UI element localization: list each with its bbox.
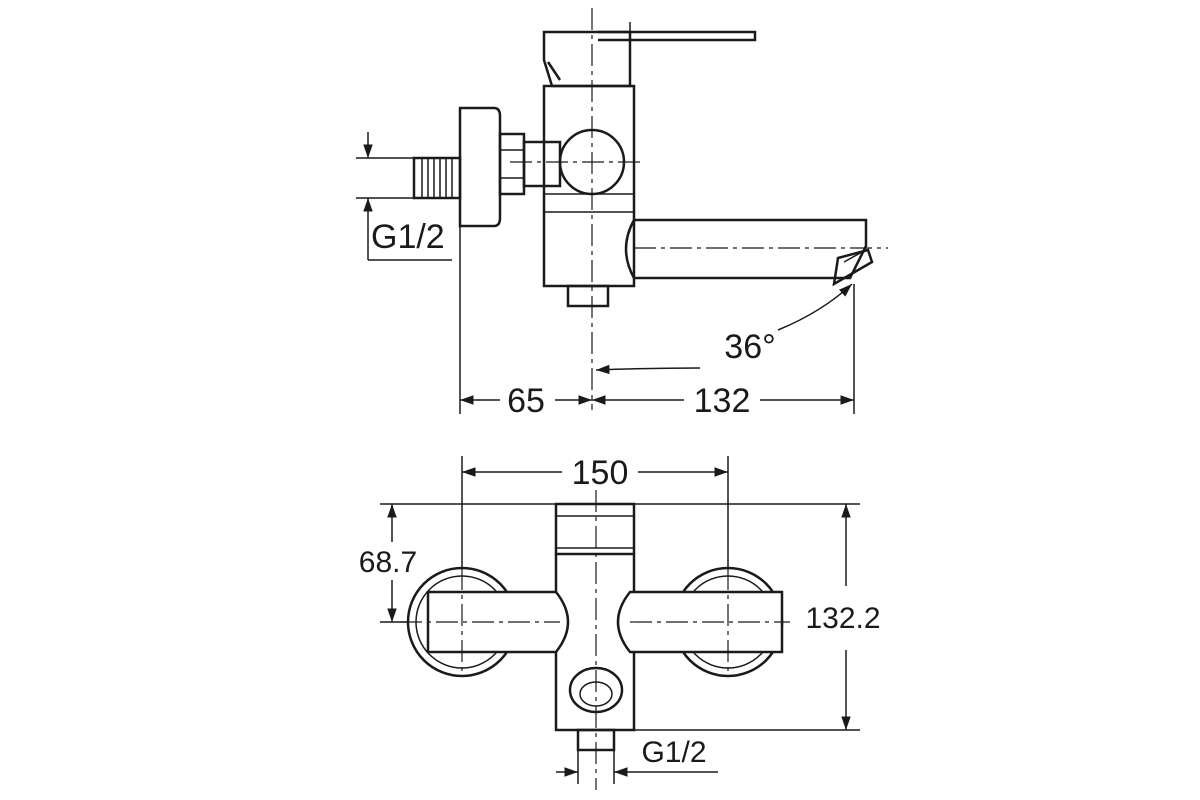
right-arm — [616, 590, 784, 654]
thread-dimension-top: G1/2 — [556, 736, 718, 784]
dimension-68-7: 68.7 — [359, 503, 556, 623]
angle-label: 36° — [724, 328, 775, 366]
thread-dimension-side: G1/2 — [356, 132, 452, 261]
dimension-132: 132 — [592, 382, 854, 420]
dim-68-7-label: 68.7 — [359, 546, 417, 579]
top-view: 150 68.7 132.2 G1/2 — [359, 454, 881, 790]
dimension-65: 65 — [460, 382, 592, 420]
dim-65-label: 65 — [507, 382, 545, 420]
dimension-150: 150 — [461, 454, 729, 568]
mixer-body — [542, 84, 636, 308]
left-arm — [426, 590, 570, 654]
dim-132-2-label: 132.2 — [805, 602, 880, 635]
dimension-132-2: 132.2 — [634, 503, 881, 731]
dim-132-label: 132 — [694, 382, 751, 420]
dim-150-label: 150 — [572, 454, 629, 492]
handle-lever — [542, 22, 757, 88]
angle-dimension: 36° — [595, 283, 853, 375]
spout — [624, 218, 874, 287]
thread-label-top: G1/2 — [641, 736, 706, 769]
side-view: G1/2 65 132 36° — [356, 8, 888, 420]
inlet-connector — [412, 106, 562, 228]
thread-label-side: G1/2 — [371, 218, 445, 256]
